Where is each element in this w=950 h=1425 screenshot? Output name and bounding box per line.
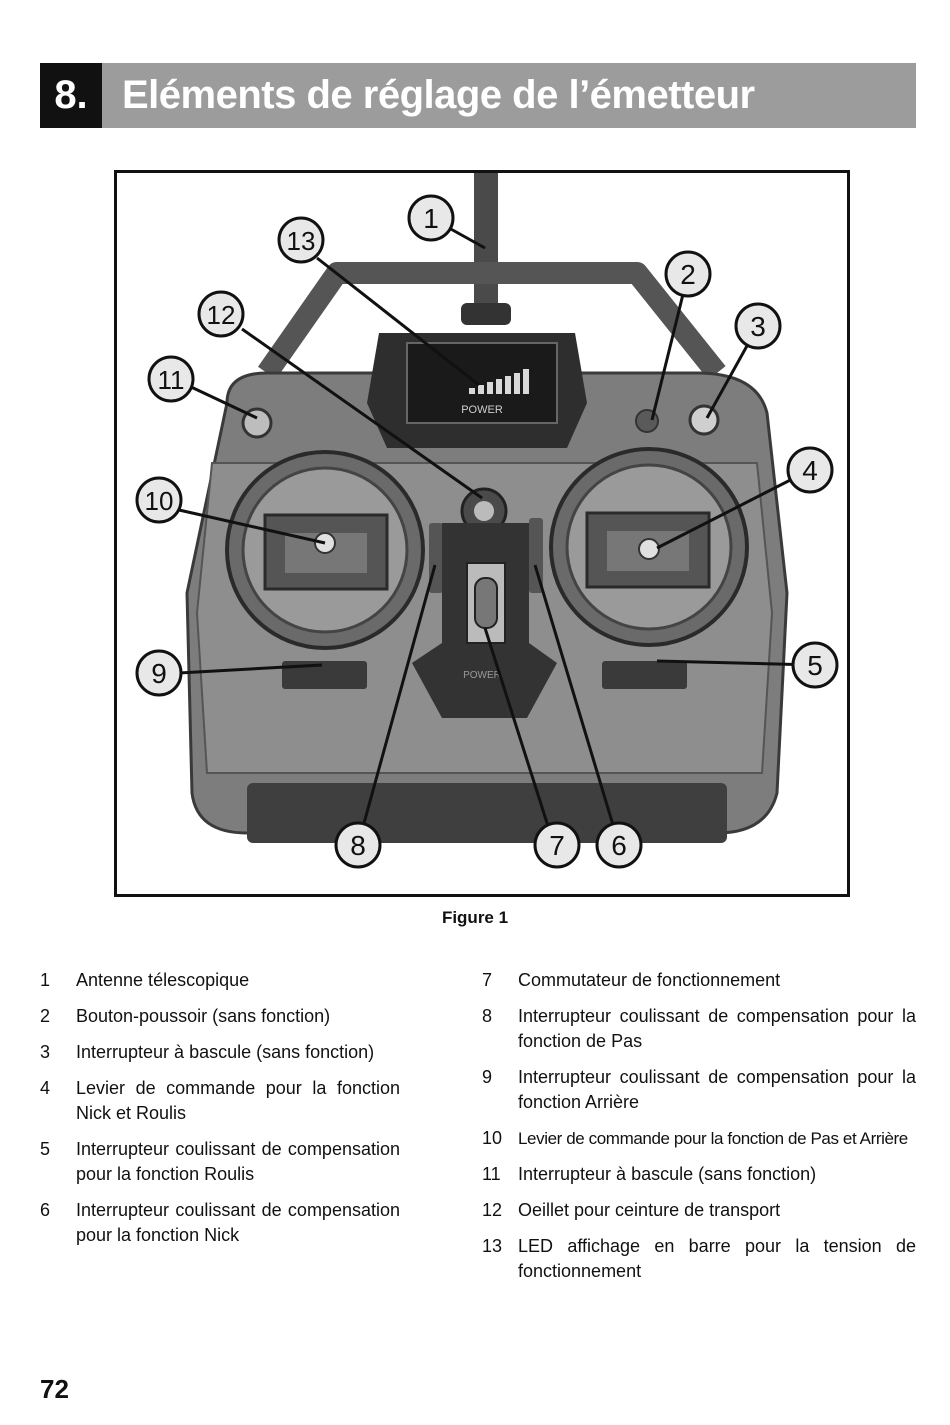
legend-item: 9 Interrupteur coulissant de compensation… bbox=[482, 1065, 916, 1115]
transmitter-illustration: POWER POWER bbox=[135, 173, 839, 869]
legend-number: 2 bbox=[40, 1006, 51, 1026]
callout-1: 1 bbox=[423, 203, 439, 234]
led-bar-graph bbox=[469, 369, 529, 394]
callout-9: 9 bbox=[151, 658, 167, 689]
legend-text: Interrupteur coulissant de compensation … bbox=[76, 1200, 400, 1245]
legend-text: LED affichage en barre pour la tension d… bbox=[518, 1236, 916, 1281]
trim-nick bbox=[529, 518, 543, 593]
callout-8: 8 bbox=[350, 830, 366, 861]
section-title-bar: Eléments de réglage de l’émetteur bbox=[102, 63, 916, 128]
legend-text: Levier de commande pour la fonction de P… bbox=[518, 1129, 908, 1148]
section-number: 8. bbox=[40, 63, 102, 128]
section-title: Eléments de réglage de l’émetteur bbox=[122, 73, 755, 117]
legend-item: 6 Interrupteur coulissant de compensation… bbox=[40, 1198, 400, 1248]
trim-roll bbox=[602, 661, 687, 689]
callout-7: 7 bbox=[549, 830, 565, 861]
section-header: 8. Eléments de réglage de l’émetteur bbox=[40, 63, 916, 128]
legend-number: 13 bbox=[482, 1236, 503, 1256]
callout-3: 3 bbox=[750, 311, 766, 342]
legend-number: 5 bbox=[40, 1139, 51, 1159]
figure-1: POWER POWER bbox=[114, 170, 850, 897]
legend-item: 12 Oeillet pour ceinture de transport bbox=[482, 1198, 916, 1223]
legend-number: 3 bbox=[40, 1042, 51, 1062]
legend-item: 3 Interrupteur à bascule (sans fonction) bbox=[40, 1040, 400, 1065]
legend-text: Interrupteur coulissant de compensation … bbox=[518, 1006, 916, 1051]
page-number: 72 bbox=[40, 1374, 69, 1404]
led-display bbox=[406, 342, 558, 424]
legend-item: 10 Levier de commande pour la fonction de… bbox=[482, 1126, 916, 1151]
legend-text: Oeillet pour ceinture de transport bbox=[518, 1200, 781, 1220]
legend-item: 13 LED affichage en barre pour la tension… bbox=[482, 1234, 916, 1284]
callout-circles bbox=[135, 194, 839, 869]
gimbal-left bbox=[225, 450, 425, 650]
legend-text: Levier de commande pour la fonction Nick… bbox=[76, 1078, 400, 1123]
legend-number: 7 bbox=[482, 970, 493, 990]
display-power-text: POWER bbox=[461, 404, 503, 416]
leader-lines bbox=[178, 216, 816, 846]
legend-number: 4 bbox=[40, 1078, 51, 1098]
callout-5: 5 bbox=[807, 650, 823, 681]
legend-text: Bouton-poussoir (sans fonction) bbox=[76, 1006, 331, 1026]
legend-number: 1 bbox=[40, 970, 51, 990]
legend-item: 8 Interrupteur coulissant de compensation… bbox=[482, 1004, 916, 1054]
legend-text: Commutateur de fonctionnement bbox=[518, 970, 781, 990]
trim-rear bbox=[282, 661, 367, 689]
power-switch bbox=[474, 577, 498, 629]
legend-text: Interrupteur à bascule (sans fonction) bbox=[518, 1164, 817, 1184]
legend-number: 11 bbox=[482, 1164, 501, 1184]
callout-11: 11 bbox=[158, 365, 185, 395]
legend-text: Interrupteur coulissant de compensation … bbox=[76, 1139, 400, 1184]
legend-item: 11 Interrupteur à bascule (sans fonction) bbox=[482, 1162, 916, 1187]
callout-4: 4 bbox=[802, 455, 818, 486]
callout-13: 13 bbox=[287, 226, 316, 256]
callout-numbers: 1 2 3 4 5 6 7 8 9 10 11 12 13 bbox=[145, 203, 823, 861]
right-stick bbox=[638, 538, 660, 560]
legend-number: 8 bbox=[482, 1006, 493, 1026]
callout-6: 6 bbox=[611, 830, 627, 861]
legend-text: Antenne télescopique bbox=[76, 970, 250, 990]
gimbal-right bbox=[549, 447, 749, 647]
legend-item: 5 Interrupteur coulissant de compensation… bbox=[40, 1137, 400, 1187]
legend-number: 9 bbox=[482, 1067, 493, 1087]
power-switch-label: POWER bbox=[463, 670, 501, 681]
callout-2: 2 bbox=[680, 259, 696, 290]
toggle-switch-right bbox=[688, 404, 720, 436]
legend-item: 7 Commutateur de fonctionnement bbox=[482, 968, 916, 993]
legend-number: 12 bbox=[482, 1200, 503, 1220]
legend-item: 2 Bouton-poussoir (sans fonction) bbox=[40, 1004, 400, 1029]
legend-number: 6 bbox=[40, 1200, 51, 1220]
legend-item: 4 Levier de commande pour la fonction Nic… bbox=[40, 1076, 400, 1126]
legend-item: 1 Antenne télescopique bbox=[40, 968, 400, 993]
callout-12: 12 bbox=[207, 300, 236, 330]
legend-text: Interrupteur coulissant de compensation … bbox=[518, 1067, 916, 1112]
legend-left: 1 Antenne télescopique 2 Bouton-poussoir (… bbox=[40, 968, 400, 1259]
legend-number: 10 bbox=[482, 1128, 503, 1148]
figure-caption: Figure 1 bbox=[441, 908, 509, 927]
legend-text: Interrupteur à bascule (sans fonction) bbox=[76, 1042, 375, 1062]
callout-10: 10 bbox=[145, 486, 174, 516]
